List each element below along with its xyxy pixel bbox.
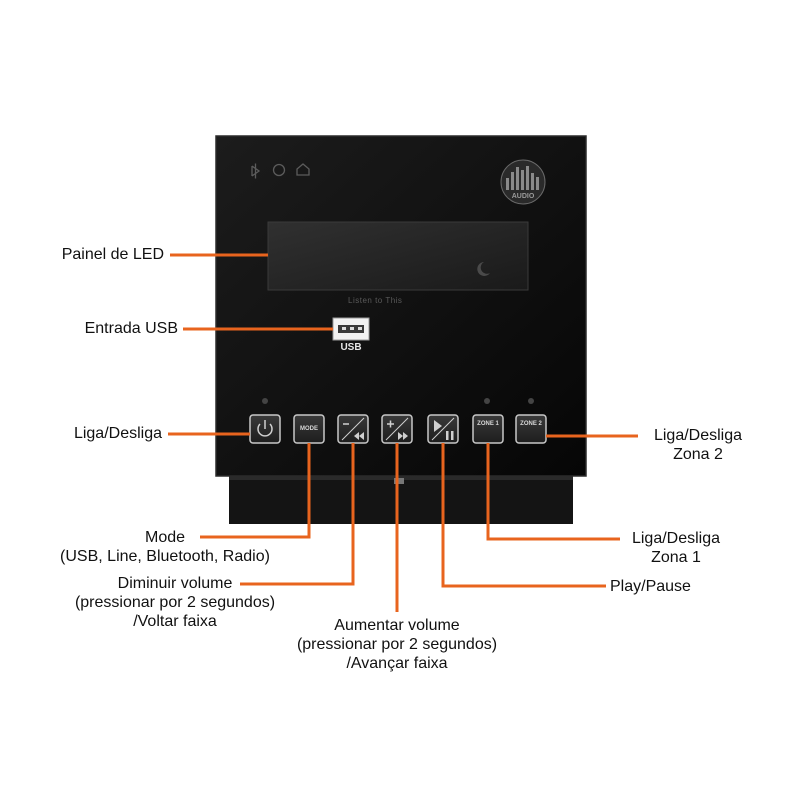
mode-button-label: MODE <box>300 426 318 432</box>
zone2-indicator-dot <box>528 398 534 404</box>
usb-label: USB <box>340 342 362 353</box>
leader-mode <box>200 443 311 539</box>
callout-usb-input: Entrada USB <box>84 320 178 337</box>
callout-led-panel: Painel de LED <box>61 246 164 263</box>
callout-vol-down: Diminuir volume (pressionar por 2 segund… <box>74 575 276 630</box>
rewind-icon <box>354 432 364 440</box>
volume-up-button[interactable] <box>381 414 413 444</box>
led-screen <box>267 221 529 291</box>
circle-icon <box>272 163 286 177</box>
housing-clip <box>394 478 404 484</box>
callout-power: Liga/Desliga <box>73 425 162 442</box>
callout-mode: Mode (USB, Line, Bluetooth, Radio) <box>60 529 270 565</box>
home-icon <box>296 163 310 176</box>
pause-icon <box>446 431 449 440</box>
callout-play-pause: Play/Pause <box>610 578 691 595</box>
callout-zone1: Liga/Desliga Zona 1 <box>631 530 721 566</box>
zone2-button-label: ZONE 2 <box>520 421 542 427</box>
volume-down-button[interactable] <box>337 414 369 444</box>
zone1-indicator-dot <box>484 398 490 404</box>
callout-vol-up: Aumentar volume (pressionar por 2 segund… <box>296 617 498 672</box>
power-indicator-dot <box>262 398 268 404</box>
status-icons <box>251 163 310 179</box>
plus-icon <box>387 420 394 428</box>
brand-logo <box>500 159 546 205</box>
bluetooth-icon <box>251 163 261 179</box>
play-pause-button[interactable] <box>427 414 459 444</box>
moon-icon <box>477 262 490 276</box>
power-icon <box>257 423 273 437</box>
fast-forward-icon <box>398 432 408 440</box>
zone1-button-label: ZONE 1 <box>477 421 499 427</box>
screen-slogan: Listen to This <box>348 296 403 305</box>
callout-zone2: Liga/Desliga Zona 2 <box>653 427 743 463</box>
housing-edge <box>229 474 573 480</box>
leader-zone1 <box>486 443 620 541</box>
power-button[interactable] <box>249 414 281 444</box>
play-icon <box>434 420 442 432</box>
logo-label: AUDIO <box>511 193 535 200</box>
leader-vol-down <box>240 443 355 586</box>
zone2-button[interactable] <box>515 414 547 444</box>
leader-play-pause <box>441 443 606 588</box>
leader-lines <box>168 253 638 612</box>
